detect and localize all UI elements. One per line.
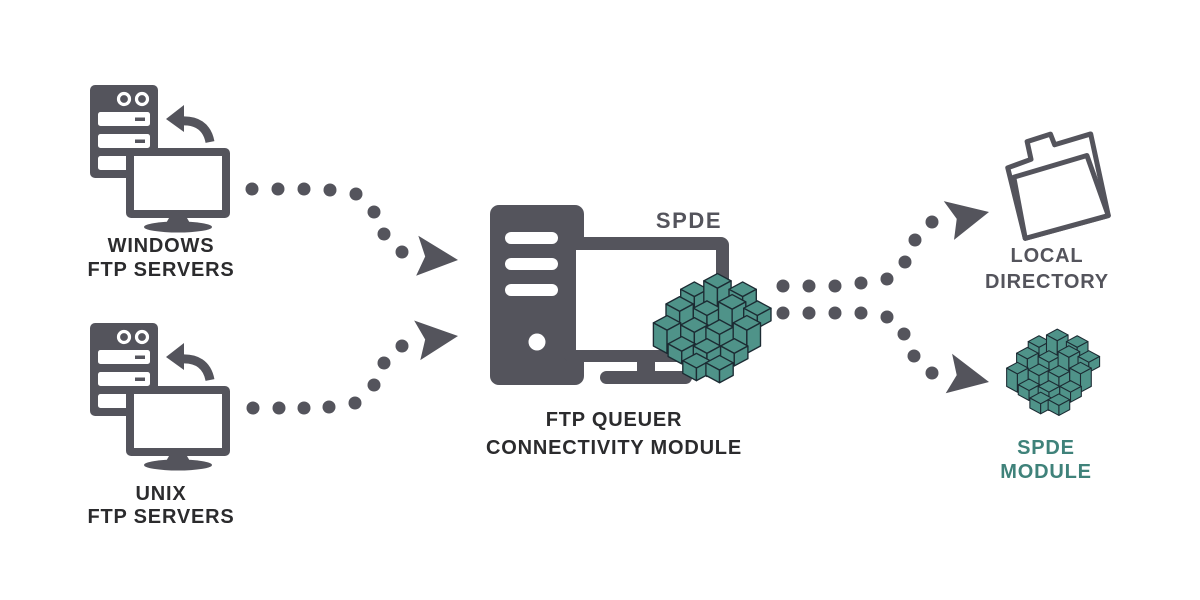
spde-module-label-line2: MODULE <box>1000 461 1091 483</box>
spde-badge: SPDE <box>656 208 722 233</box>
monitor-stand <box>637 360 655 374</box>
arrowhead-icon <box>943 353 994 402</box>
windows-ftp-servers-label-line1: WINDOWS <box>108 235 215 257</box>
folder-front-flap <box>1011 152 1111 241</box>
local-directory-label-line2: DIRECTORY <box>985 271 1109 293</box>
dotted-path-windows-to-queuer <box>245 182 461 280</box>
ftp-queuer-label-line2: CONNECTIVITY MODULE <box>486 437 742 459</box>
tower-vent-slot <box>505 258 558 270</box>
tower-vent-slot <box>505 284 558 296</box>
dotted-path-unix-to-queuer <box>246 316 461 415</box>
dotted-path-queuer-to-spde-module <box>776 306 994 402</box>
arrowhead-icon <box>943 192 994 241</box>
ftp-queuer-icon <box>490 205 771 385</box>
dotted-path-queuer-to-local-directory <box>776 192 994 293</box>
tower-power-button-icon <box>528 333 546 351</box>
windows-ftp-servers-icon <box>90 85 230 233</box>
windows-ftp-servers-label-line2: FTP SERVERS <box>88 259 235 281</box>
arrowhead-icon <box>414 235 461 280</box>
local-directory-label-line1: LOCAL <box>1011 245 1084 267</box>
spde-module-label-line1: SPDE <box>1017 437 1075 459</box>
unix-ftp-servers-label-line2: FTP SERVERS <box>88 506 235 528</box>
spde-module-cubes-icon <box>1007 329 1100 415</box>
monitor-base <box>600 371 692 384</box>
tower-vent-slot <box>505 232 558 244</box>
unix-ftp-servers-icon <box>90 323 230 471</box>
unix-ftp-servers-label-line1: UNIX <box>136 483 187 505</box>
ftp-queuer-label-line1: FTP QUEUER <box>546 409 683 431</box>
arrowhead-icon <box>414 316 461 361</box>
local-directory-folder-icon <box>1005 131 1111 241</box>
